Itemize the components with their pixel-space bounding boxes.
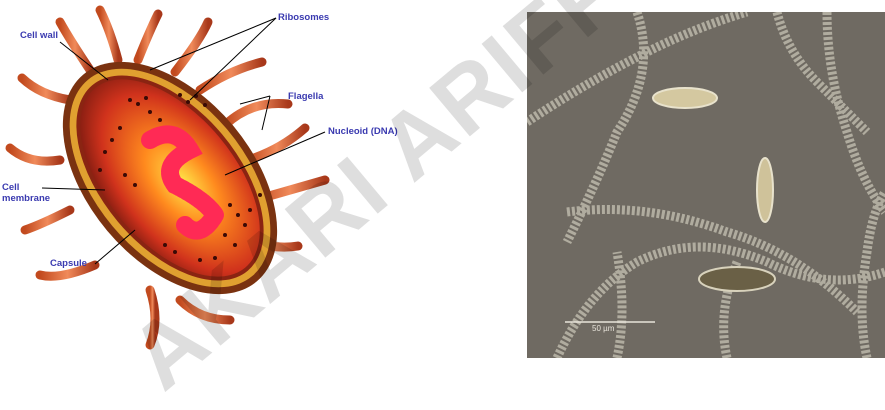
nucleoid-label: Nucleoid (DNA) xyxy=(328,126,398,137)
bacterial-cell-diagram: Cell wall Ribosomes Flagella Nucleoid (D… xyxy=(0,0,500,358)
flagella-label: Flagella xyxy=(288,91,323,102)
capsule-label: Capsule xyxy=(50,258,87,269)
cyanobacteria-micrograph: 50 µm xyxy=(527,12,885,358)
cell-wall-label: Cell wall xyxy=(20,30,58,41)
bacterial-cell-illustration xyxy=(0,0,500,358)
micrograph-image xyxy=(527,12,885,358)
scale-bar-label: 50 µm xyxy=(592,324,614,333)
ribosomes-label: Ribosomes xyxy=(278,12,329,23)
cell-membrane-label-line2: membrane xyxy=(2,193,50,204)
cell-membrane-label-line1: Cell xyxy=(2,182,19,193)
